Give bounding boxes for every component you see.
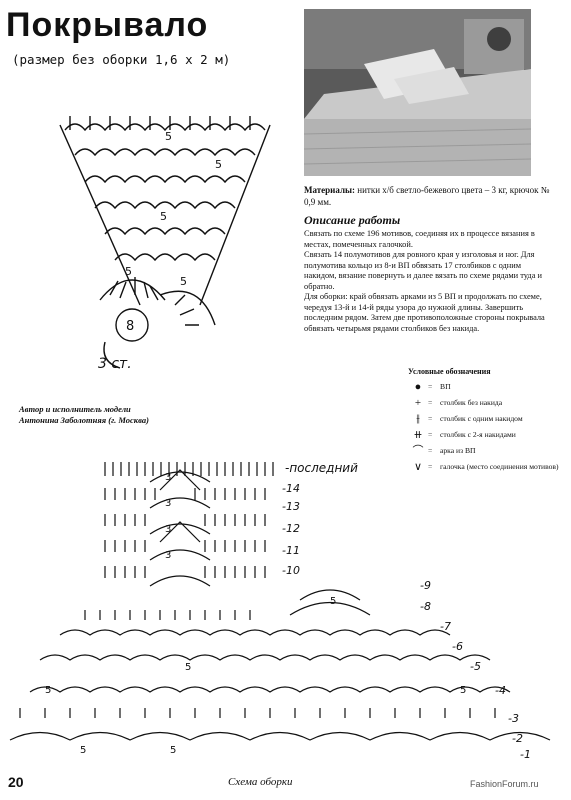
figure-caption: Схема оборки — [228, 776, 293, 788]
cross-icon: + — [414, 397, 422, 409]
legend-text: галочка (место соединения мотивов) — [440, 462, 559, 471]
page-subtitle: (размер без оборки 1,6 х 2 м) — [12, 52, 231, 67]
row-label: -7 — [440, 620, 451, 633]
legend-text: столбик с 2-я накидами — [440, 430, 516, 439]
pattern-label: 3 — [165, 524, 171, 535]
motif-arch-label: 5 — [160, 210, 167, 223]
description-paragraph: Для оборки: край обвязать арками из 5 ВП… — [304, 292, 545, 333]
description: Связать по схеме 196 мотивов, соединяя и… — [304, 229, 554, 334]
legend-text: столбик без накида — [440, 398, 503, 407]
arch-label: 5 — [460, 685, 466, 696]
pattern-label: 3 — [165, 550, 171, 561]
row-label: -1 — [520, 748, 531, 761]
author-credit: Автор и исполнитель модели Антонина Забо… — [19, 404, 149, 426]
stitch-two-yarn-over-icon: ⧺ — [413, 429, 423, 441]
arch-icon: ⌒ — [412, 445, 424, 457]
row-label: -5 — [470, 660, 481, 673]
description-paragraph: Связать 14 полумотивов для ровного края … — [304, 250, 542, 291]
motif-arch-label: 5 — [180, 275, 187, 288]
author-name: Антонина Заболотняя (г. Москва) — [19, 415, 149, 425]
watermark: FashionForum.ru — [470, 779, 539, 789]
row-label: -последний — [285, 461, 358, 475]
bedroom-image — [304, 9, 531, 176]
motif-ring-label: 8 — [126, 319, 134, 334]
row-label: -8 — [420, 600, 431, 613]
row-label: -3 — [508, 712, 519, 725]
motif-arch-label: 5 — [125, 265, 132, 278]
checkmark-icon: ∨ — [413, 461, 423, 473]
bedspread-photo — [304, 9, 531, 176]
arch-label: 5 — [80, 745, 86, 756]
legend-item: ⌒= арка из ВП — [408, 445, 568, 457]
motif-arch-label: 5 — [215, 158, 222, 171]
legend-text: столбик с одним накидом — [440, 414, 523, 423]
motif-chart: 5 5 5 5 5 8 3 ст. — [59, 116, 271, 372]
pattern-label: 3 — [165, 472, 171, 483]
legend-title: Условные обозначения — [408, 367, 491, 376]
row-label: -2 — [512, 732, 523, 745]
arch-label: 5 — [45, 685, 51, 696]
arch-label: 5 — [185, 662, 191, 673]
legend-text: ВП — [440, 382, 451, 391]
row-label: -10 — [282, 564, 300, 577]
legend-item: ∨= галочка (место соединения мотивов) — [408, 461, 568, 473]
page-number: 20 — [8, 774, 24, 790]
legend-item: += столбик без накида — [408, 397, 568, 409]
materials: Материалы: нитки х/б светло-бежевого цве… — [304, 184, 554, 208]
arch-label: 5 — [330, 596, 336, 607]
dot-icon: ● — [414, 381, 422, 393]
arch-label: 5 — [170, 745, 176, 756]
pattern-label: 3 — [165, 498, 171, 509]
legend-item: ⧺= столбик с 2-я накидами — [408, 429, 568, 441]
legend-item: ●= ВП — [408, 381, 568, 393]
row-label: -9 — [420, 579, 431, 592]
materials-text: нитки х/б светло-бежевого цвета – 3 кг, … — [304, 185, 550, 207]
row-label: -12 — [282, 522, 300, 535]
row-label: -6 — [452, 640, 463, 653]
row-label: -4 — [495, 684, 506, 697]
author-line: Автор и исполнитель модели — [19, 404, 131, 414]
page-title: Покрывало — [6, 6, 209, 44]
section-heading: Описание работы — [304, 213, 401, 227]
materials-label: Материалы: — [304, 185, 356, 195]
ruffle-chart: -последний -14 -13 -12 -11 -10 -9 -8 -7 … — [9, 461, 551, 761]
description-paragraph: Связать по схеме 196 мотивов, соединяя и… — [304, 229, 535, 249]
legend-text: арка из ВП — [440, 446, 476, 455]
motif-arch-label: 5 — [165, 130, 172, 143]
row-label: -13 — [282, 500, 300, 513]
row-label: -14 — [282, 482, 300, 495]
row-label: -11 — [282, 544, 300, 557]
legend-item: ⫲= столбик с одним накидом — [408, 413, 568, 425]
stitch-one-yarn-over-icon: ⫲ — [416, 413, 420, 425]
legend: Условные обозначения ●= ВП += столбик бе… — [408, 367, 568, 478]
motif-note: 3 ст. — [98, 356, 132, 372]
